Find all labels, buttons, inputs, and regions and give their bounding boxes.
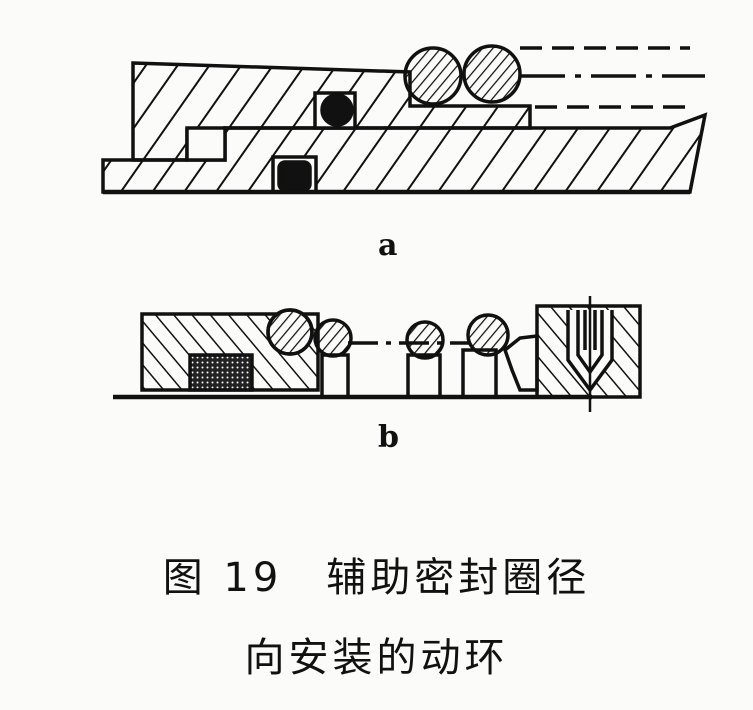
diagram-a (101, 44, 708, 195)
coil-b-3 (405, 320, 445, 360)
upper-oring (320, 93, 354, 127)
support-2 (406, 353, 442, 399)
support-3 (461, 348, 498, 399)
label-b: b (378, 420, 399, 455)
coil-b-4 (466, 313, 510, 357)
support-1 (320, 353, 350, 399)
spring-coil-2 (462, 44, 522, 104)
spring-coil-1 (403, 46, 463, 106)
coil-b-1-fill (266, 308, 314, 356)
caption-line-2: 向安装的动环 (244, 635, 509, 681)
gap-box (185, 126, 227, 162)
caption-line-1: 图 19 辅助密封圈径 (162, 555, 591, 601)
spring-clip (502, 334, 539, 392)
coil-b-2 (313, 318, 353, 358)
packing-insert (188, 353, 254, 392)
lower-oring (277, 160, 312, 192)
diagram-b (113, 296, 642, 412)
label-a: a (378, 228, 398, 263)
